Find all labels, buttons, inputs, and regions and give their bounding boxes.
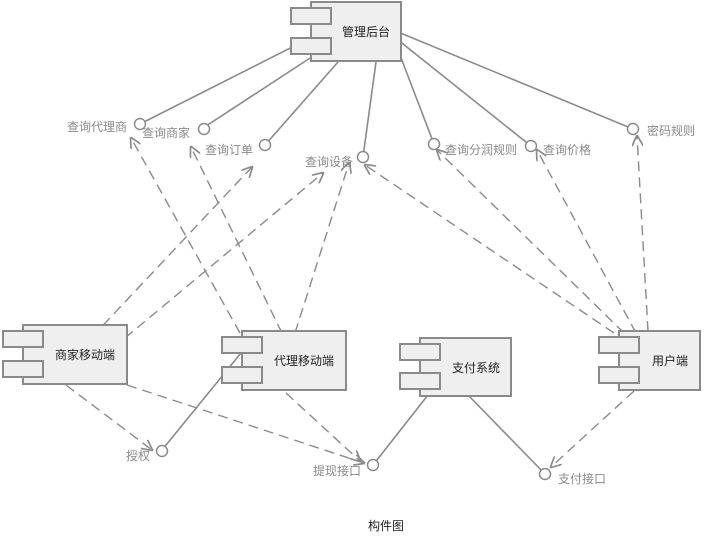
dependency-links [65,136,649,467]
dep-agent-query-merchant [191,147,283,334]
dep-user-query-price [537,150,637,334]
interface-circle [427,137,441,151]
link-payment-payapi [467,394,546,475]
component-label: 用户端 [652,353,688,368]
interface-query-profit-rule[interactable]: 查询分润规则 [427,137,518,158]
interface-label: 查询分润规则 [445,142,517,157]
interface-label: 密码规则 [647,123,695,138]
interface-label: 提现接口 [313,463,361,478]
interface-authorize[interactable]: 授权 [126,444,169,464]
component-tab-bottom [290,37,332,55]
component-tab-bottom [2,360,44,378]
component-label: 代理移动端 [274,354,334,368]
dep-agent-withdraw [285,392,360,461]
dep-user-payment-api [551,390,635,467]
component-admin[interactable]: 管理后台 [290,1,402,62]
interface-query-merchant[interactable]: 查询商家 [142,122,211,141]
dep-merchant-authorize [65,384,152,450]
interface-label: 查询设备 [305,155,353,169]
interface-circle [538,467,552,481]
link-payment-withdraw [372,394,429,466]
link-admin-query-price [397,39,532,147]
component-tab-bottom [221,366,263,384]
component-tab-top [598,336,640,354]
interface-label: 支付接口 [558,471,606,486]
link-admin-query-order [264,61,339,146]
component-label: 管理后台 [342,24,390,39]
dep-merchant-withdraw [126,384,364,463]
interface-label: 查询价格 [543,142,591,157]
interface-password-rule[interactable]: 密码规则 [626,122,696,138]
component-user-client[interactable]: 用户端 [598,330,701,391]
provide-links [139,31,634,475]
link-admin-query-merchant [202,44,331,129]
component-label: 商家移动端 [55,347,115,362]
interface-label: 查询订单 [205,143,253,157]
interface-circle [258,138,272,152]
interface-query-price[interactable]: 查询价格 [524,139,592,158]
interface-query-agent[interactable]: 查询代理商 [67,117,147,135]
link-agent-authorize [161,347,246,451]
interface-query-device[interactable]: 查询设备 [305,150,370,170]
interface-label: 查询代理商 [67,119,127,134]
component-tab-top [221,336,263,354]
component-tab-bottom [598,366,640,384]
interface-label: 查询商家 [142,125,190,140]
dep-user-password-rule [637,136,649,332]
dep-user-query-profit-rule [437,150,625,334]
component-label: 支付系统 [452,361,500,375]
component-agent-mobile[interactable]: 代理移动端 [221,330,347,391]
interface-query-order[interactable]: 查询订单 [205,138,272,158]
diagram-caption: 构件图 [368,518,404,533]
interface-withdraw-api[interactable]: 提现接口 [313,458,380,479]
component-tab-bottom [399,372,441,390]
interface-payment-api[interactable]: 支付接口 [538,467,607,487]
component-tab-top [290,7,332,25]
interface-circle [133,117,147,131]
link-admin-query-device [362,61,377,158]
interface-label: 授权 [126,448,150,463]
dep-merchant-query-order [91,167,252,338]
interface-circle [524,139,538,153]
component-tab-top [2,330,44,348]
dep-agent-query-device [294,163,349,334]
component-merchant-mobile[interactable]: 商家移动端 [2,324,128,385]
component-tab-top [399,343,441,361]
dep-merchant-query-device [124,173,323,339]
link-admin-password-rule [397,31,634,130]
interface-circle [626,122,640,136]
interface-circle [356,150,370,164]
interface-circle [197,122,211,136]
component-payment-system[interactable]: 支付系统 [399,337,512,397]
link-admin-query-profit-rule [397,49,435,145]
interface-circle [366,458,380,472]
interface-circle [155,444,169,458]
dep-agent-query-agent [131,138,241,334]
dep-user-query-device [365,165,615,334]
